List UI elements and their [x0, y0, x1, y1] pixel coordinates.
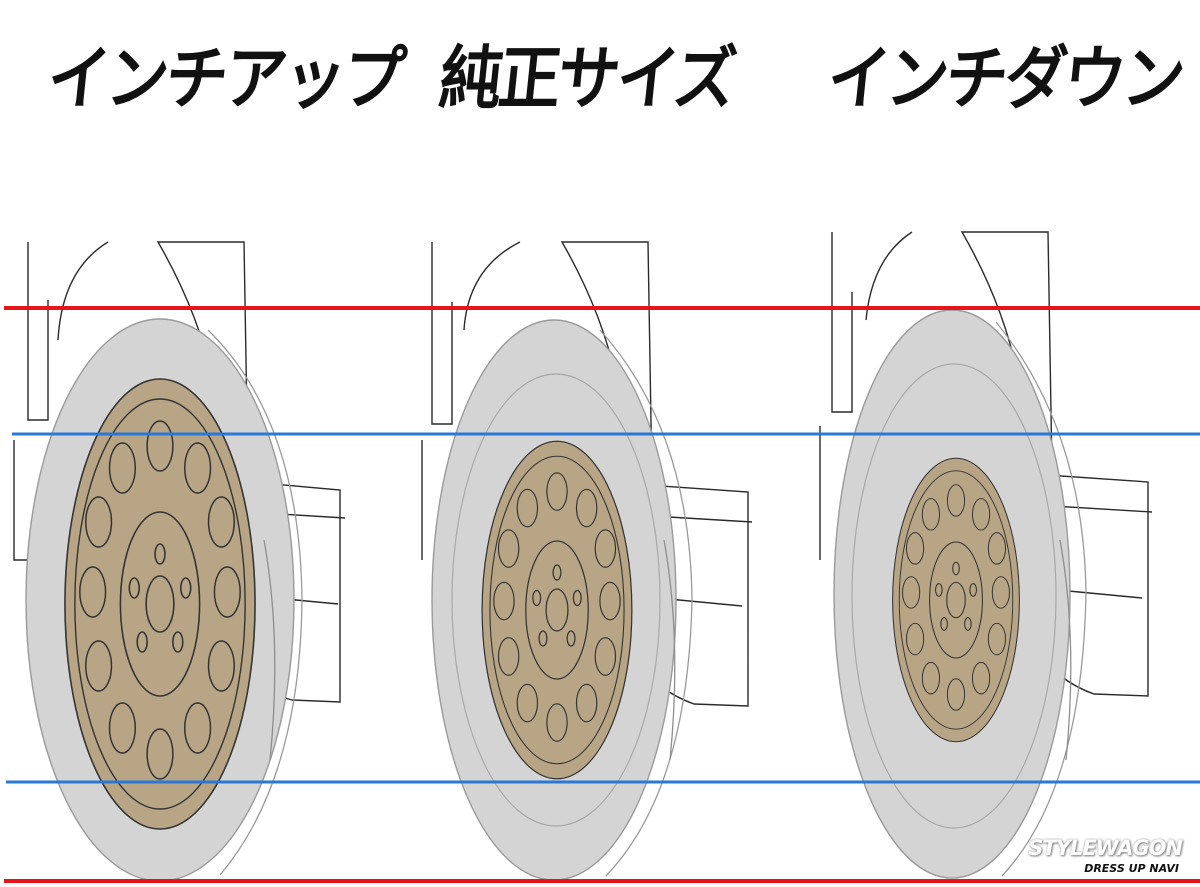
- panel-inch-up: [13, 241, 346, 882]
- panel-stock-size: [421, 241, 753, 881]
- wheel-icon: [64, 378, 256, 830]
- watermark-sub: DRESS UP NAVI: [1081, 862, 1182, 875]
- wheel-icon: [481, 440, 633, 780]
- watermark: STYLEWAGON DRESS UP NAVI: [1028, 836, 1183, 875]
- watermark-brand: STYLEWAGON: [1028, 836, 1183, 860]
- panel-inch-down: [819, 231, 1153, 879]
- wheel-icon: [892, 457, 1020, 743]
